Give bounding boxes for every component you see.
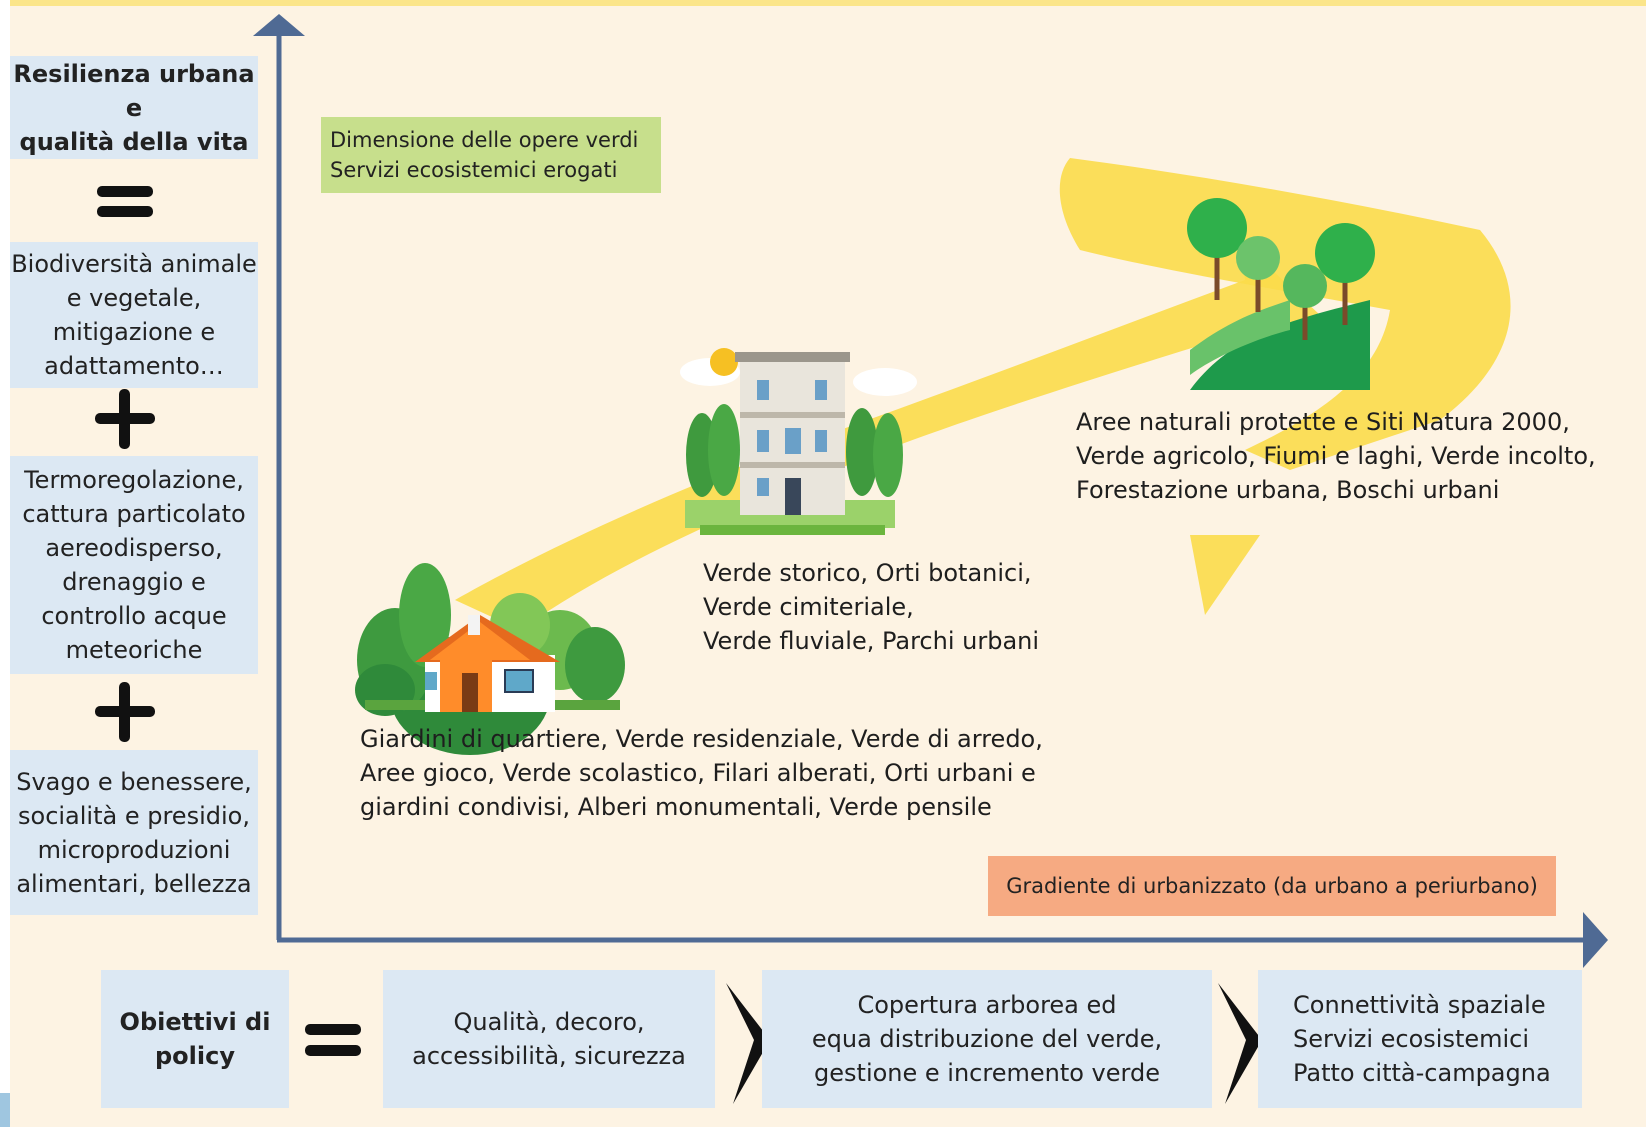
policy-objective-quality: Qualità, decoro, accessibilità, sicurezz… [383,970,715,1108]
x-axis-label: Gradiente di urbanizzato (da urbano a pe… [988,856,1556,916]
building-icon [680,348,917,535]
y-axis-label: Dimensione delle opere verdi Servizi eco… [321,117,661,193]
x-axis [277,912,1608,968]
x-axis-arrowhead [1583,912,1608,968]
top-band [0,0,1646,6]
policy-objective-coverage: Copertura arborea ed equa distribuzione … [762,970,1212,1108]
house-icon [355,563,625,755]
corner-marker [0,1093,10,1127]
chevron-right-icon [1218,983,1262,1104]
policy-label: Obiettivi di policy [101,970,289,1108]
equals-icon [305,1024,361,1056]
benefit-box-biodiversity: Biodiversità animale e vegetale, mitigaz… [10,242,258,388]
lower-tail [1190,535,1260,615]
goal-box: Resilienza urbana e qualità della vita [10,56,258,159]
forest-icon [1187,198,1375,390]
y-axis-arrowhead [253,14,305,36]
chevron-right-icon [726,983,770,1104]
y-axis [253,14,305,940]
policy-objective-connectivity: Connettività spaziale Servizi ecosistemi… [1258,970,1582,1108]
plus-icon [95,682,155,742]
stage-small-text: Giardini di quartiere, Verde residenzial… [360,725,1043,821]
upper-sweep [1059,158,1511,470]
equals-icon [97,186,153,217]
left-edge [0,0,10,1127]
plus-icon [95,389,155,449]
benefit-box-climate: Termoregolazione, cattura particolato ae… [10,456,258,674]
stage-medium-text: Verde storico, Orti botanici, Verde cimi… [703,559,1040,655]
stage-large-text: Aree naturali protette e Siti Natura 200… [1076,408,1596,504]
benefit-box-wellbeing: Svago e benessere, socialità e presidio,… [10,750,258,915]
